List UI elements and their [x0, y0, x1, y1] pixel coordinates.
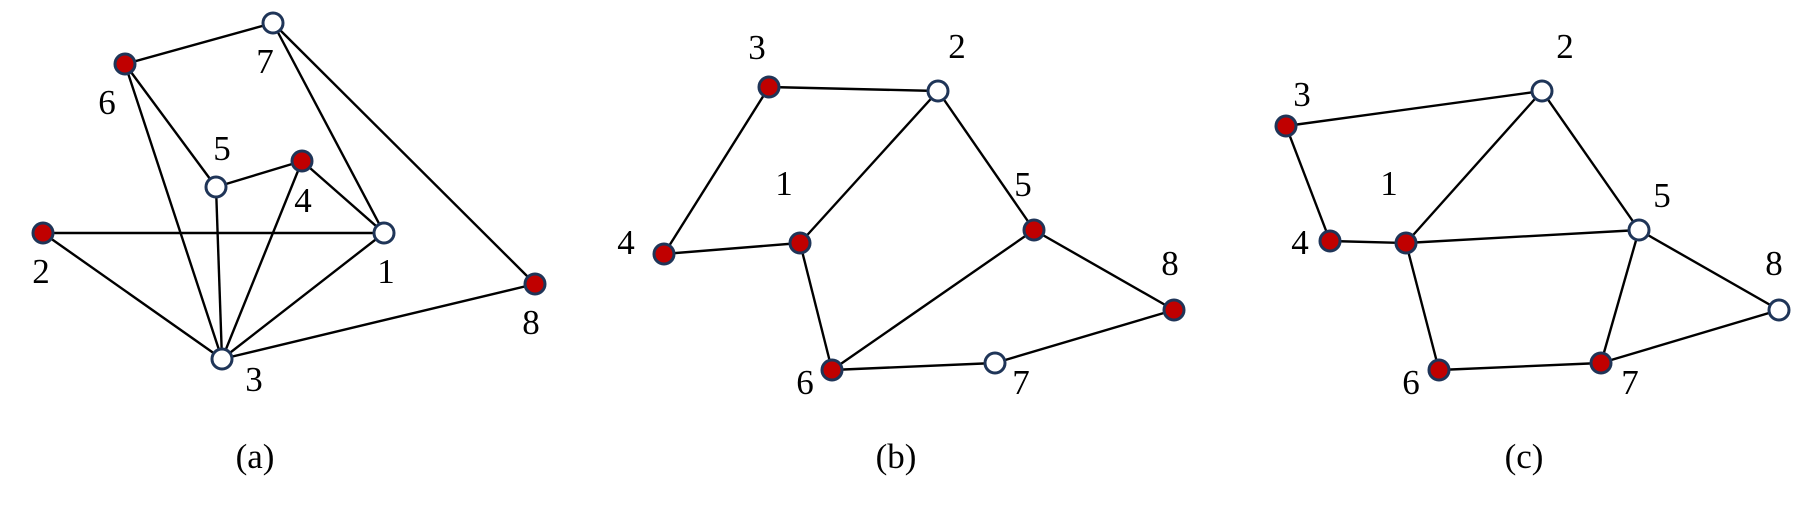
edge-b-4-1 [663, 241, 801, 256]
edge-a-2-3 [42, 232, 223, 360]
node-c-5 [1627, 218, 1651, 242]
edge-c-6-7 [1438, 361, 1602, 372]
node-b-5 [1022, 218, 1046, 242]
node-label-c-8: 8 [1765, 244, 1783, 283]
edge-a-4-3 [220, 160, 304, 360]
edge-c-7-8 [1600, 308, 1780, 365]
node-label-b-4: 4 [617, 223, 635, 262]
node-a-2 [31, 221, 55, 245]
edge-c-1-5 [1405, 228, 1640, 245]
node-label-c-3: 3 [1293, 75, 1311, 114]
caption-c: (c) [1505, 437, 1544, 476]
edge-a-5-4 [215, 159, 303, 189]
edge-a-5-3 [214, 186, 224, 360]
graph-panel-b: 1 2 3 4 5 6 7 8 (b) [617, 27, 1186, 476]
node-c-6 [1427, 358, 1451, 382]
node-label-a-1: 1 [377, 252, 395, 291]
edge-a-4-1 [301, 160, 385, 234]
node-b-2 [926, 79, 950, 103]
edge-c-5-8 [1638, 228, 1780, 312]
edge-c-1-2 [1405, 90, 1543, 244]
node-a-8 [523, 272, 547, 296]
edge-a-6-3 [123, 63, 224, 360]
node-a-3 [210, 347, 234, 371]
node-a-1 [372, 221, 396, 245]
edge-a-6-5 [124, 63, 217, 188]
edge-c-1-6 [1404, 242, 1441, 371]
edge-a-6-7 [124, 21, 274, 66]
node-a-7 [261, 11, 285, 35]
node-label-b-6: 6 [796, 363, 814, 402]
caption-a: (a) [236, 437, 275, 476]
node-label-b-1: 1 [775, 164, 793, 203]
node-label-a-3: 3 [245, 360, 263, 399]
node-c-2 [1530, 79, 1554, 103]
node-c-3 [1274, 114, 1298, 138]
edge-c-3-2 [1285, 89, 1543, 128]
node-c-7 [1589, 351, 1613, 375]
edge-a-3-8 [221, 282, 536, 361]
edge-b-2-5 [937, 90, 1035, 231]
node-a-5 [204, 175, 228, 199]
caption-b: (b) [876, 437, 917, 476]
edge-a-1-3 [221, 232, 385, 360]
node-label-c-7: 7 [1621, 363, 1639, 402]
node-label-c-4: 4 [1291, 223, 1309, 262]
node-label-a-8: 8 [522, 303, 540, 342]
node-b-4 [652, 242, 676, 266]
node-label-a-5: 5 [213, 129, 231, 168]
node-label-a-2: 2 [32, 252, 50, 291]
node-label-b-2: 2 [948, 27, 966, 66]
node-b-3 [757, 75, 781, 99]
node-c-1 [1394, 231, 1418, 255]
edge-c-3-4 [1284, 125, 1332, 242]
graph-panel-c: 1 2 3 4 5 6 7 8 (c) [1274, 27, 1791, 476]
edge-c-2-5 [1541, 90, 1640, 231]
node-a-4 [290, 149, 314, 173]
node-label-a-4: 4 [294, 181, 312, 220]
edge-b-7-8 [994, 308, 1175, 365]
edge-b-1-2 [799, 90, 939, 244]
node-b-7 [983, 351, 1007, 375]
node-label-c-1: 1 [1380, 164, 1398, 203]
node-label-b-8: 8 [1161, 244, 1179, 283]
node-a-6 [113, 52, 137, 76]
edge-c-5-7 [1599, 229, 1641, 364]
node-label-a-7: 7 [256, 42, 274, 81]
edge-b-1-6 [798, 242, 834, 371]
node-c-8 [1767, 298, 1791, 322]
node-b-8 [1162, 298, 1186, 322]
edge-a-7-8 [272, 22, 536, 285]
edge-a-7-1 [271, 22, 386, 234]
node-b-1 [788, 231, 812, 255]
node-label-b-5: 5 [1014, 165, 1032, 204]
edge-b-5-6 [831, 229, 1035, 371]
node-b-6 [820, 358, 844, 382]
edge-b-3-4 [662, 86, 771, 255]
node-label-a-6: 6 [98, 83, 116, 122]
node-label-b-7: 7 [1012, 363, 1030, 402]
edge-b-5-8 [1033, 228, 1175, 312]
node-label-b-3: 3 [748, 28, 766, 67]
edge-b-3-2 [768, 85, 939, 93]
node-c-4 [1318, 229, 1342, 253]
graph-panel-a: 1 2 3 4 5 6 7 8 (a) [31, 11, 547, 476]
edge-c-4-1 [1329, 239, 1407, 245]
node-label-c-6: 6 [1402, 363, 1420, 402]
edge-b-6-7 [831, 361, 996, 372]
node-label-c-5: 5 [1653, 176, 1671, 215]
node-label-c-2: 2 [1556, 27, 1574, 66]
